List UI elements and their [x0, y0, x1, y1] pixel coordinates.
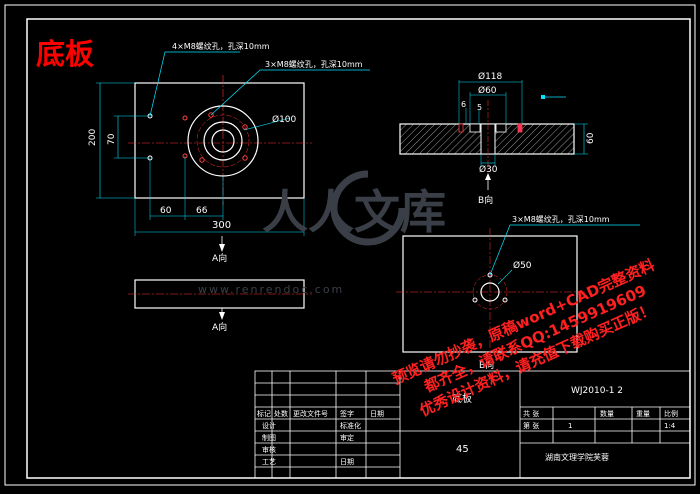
section-step-left: [469, 123, 481, 133]
tb-header-mark: 标记: [257, 409, 271, 418]
dim-dia118-label: Ø118: [478, 71, 503, 82]
bottom-hole-note: 3×M8螺纹孔，孔深10mm: [512, 214, 610, 224]
tb-header-change-doc: 更改文件号: [293, 409, 328, 418]
tb-role-process: 工艺: [262, 458, 276, 466]
bottom-hole-3: [502, 297, 508, 303]
detail-marker-box: [541, 95, 545, 99]
m8-hole-2: [242, 124, 248, 130]
corner-hole-2: [182, 115, 188, 121]
tb-sheet-number: 1: [568, 422, 572, 430]
tb-role-check: 审核: [262, 445, 276, 454]
bottom-bore-circle: [480, 282, 500, 302]
bore-circle: [211, 129, 235, 153]
tb-role-approve: 审定: [340, 433, 354, 442]
leader-note-1: [149, 51, 240, 117]
section-thread-right: [517, 123, 523, 133]
section-view: Ø118 Ø60 6 5 60 Ø30 B向: [399, 71, 596, 206]
tb-info-sheets: 共 张: [523, 409, 539, 418]
side-view: A向: [128, 279, 312, 333]
title-block: [254, 370, 691, 479]
dim-300-label: 300: [212, 220, 231, 231]
dim-dia60-label: Ø60: [478, 85, 497, 96]
hole-note-3xm8: 3×M8螺纹孔，孔深10mm: [265, 59, 363, 69]
tb-header-count: 处数: [274, 409, 288, 418]
tb-drawing-number: WJ2010-1 2: [571, 386, 623, 396]
side-arrow-head: [219, 312, 225, 320]
front-view-outline: [134, 82, 305, 199]
tb-role-draw: 制图: [262, 433, 276, 442]
watermark-notice-2: 都齐全，请联系QQ:1459919609: [421, 281, 649, 396]
dim-6-label: 6: [461, 100, 466, 109]
dim-5-label: 5: [477, 103, 482, 112]
hole-note-4xm8: 4×M8螺纹孔，孔深10mm: [172, 41, 270, 51]
watermark-notice-group: 预览请勿抄袭，原稿word+CAD完整资料 都齐全，请联系QQ:14599196…: [390, 256, 658, 420]
inner-frame: [26, 18, 691, 479]
tb-info-scale: 比例: [664, 409, 678, 418]
m8-hole-3: [199, 157, 205, 163]
tb-sheet-label: 第 张: [523, 421, 539, 430]
m8-hole-1: [208, 112, 214, 118]
leader-dia50: [497, 269, 513, 285]
leader-dia100: [243, 117, 291, 131]
dim-60-label: 60: [160, 206, 172, 216]
dim-66-label: 66: [196, 206, 208, 216]
dim-dia30-label: Ø30: [479, 164, 498, 175]
dim-200-label: 200: [88, 129, 98, 146]
dim-dia100-label: Ø100: [272, 114, 297, 125]
tb-role-date: 日期: [340, 458, 354, 466]
b-view-label-section: B向: [478, 194, 493, 206]
boss-middle-circle: [203, 121, 243, 161]
tb-info-qty: 数量: [600, 409, 614, 418]
a-view-label-top: A向: [212, 252, 227, 264]
tb-material: 45: [456, 444, 469, 455]
title-block-frame: [254, 370, 691, 479]
bottom-hole-2: [472, 297, 478, 303]
a-view-label-bottom: A向: [212, 321, 227, 333]
title-block-text: 标记 处数 更改文件号 签字 日期 设计 制图 审核 工艺 标准化 审定 日期 …: [257, 386, 678, 466]
leader-bottom-note: [489, 224, 640, 276]
tb-school: 湖南文理学院芙蓉: [545, 452, 609, 462]
watermark-logo-text: 人人文库: [262, 185, 446, 239]
tb-scale-value: 1:4: [664, 422, 676, 430]
front-view: 4×M8螺纹孔，孔深10mm 3×M8螺纹孔，孔深10mm 200 70 60 …: [88, 41, 370, 264]
section-thread-left: [458, 123, 464, 133]
b-arrow-head: [485, 173, 491, 180]
outer-frame: [4, 4, 696, 486]
b-view-label-bottom: B向: [479, 359, 494, 371]
tb-role-design: 设计: [262, 421, 276, 430]
dim-dia50-label: Ø50: [513, 260, 532, 271]
dim-thick-60-label: 60: [586, 132, 596, 144]
section-step-right: [495, 123, 507, 133]
m8-hole-4: [242, 155, 248, 161]
bottom-hole-1: [487, 272, 493, 278]
a-view-arrow-head: [219, 244, 225, 252]
bolt-circle: [196, 114, 250, 168]
tb-header-date: 日期: [370, 410, 384, 418]
bottom-view: 3×M8螺纹孔，孔深10mm Ø50 B向: [396, 214, 640, 371]
tb-role-standard: 标准化: [340, 421, 361, 430]
tb-info-weight: 重量: [636, 410, 650, 418]
tb-part-name: 底板: [452, 392, 472, 405]
drawing-title: 底板: [36, 37, 95, 71]
leader-note-2: [210, 69, 370, 116]
watermark-logo-ring: [330, 170, 406, 246]
watermark-url: www.renrendoc.com: [198, 283, 344, 296]
dim-70-label: 70: [107, 133, 117, 145]
tb-header-sign: 签字: [340, 409, 354, 418]
